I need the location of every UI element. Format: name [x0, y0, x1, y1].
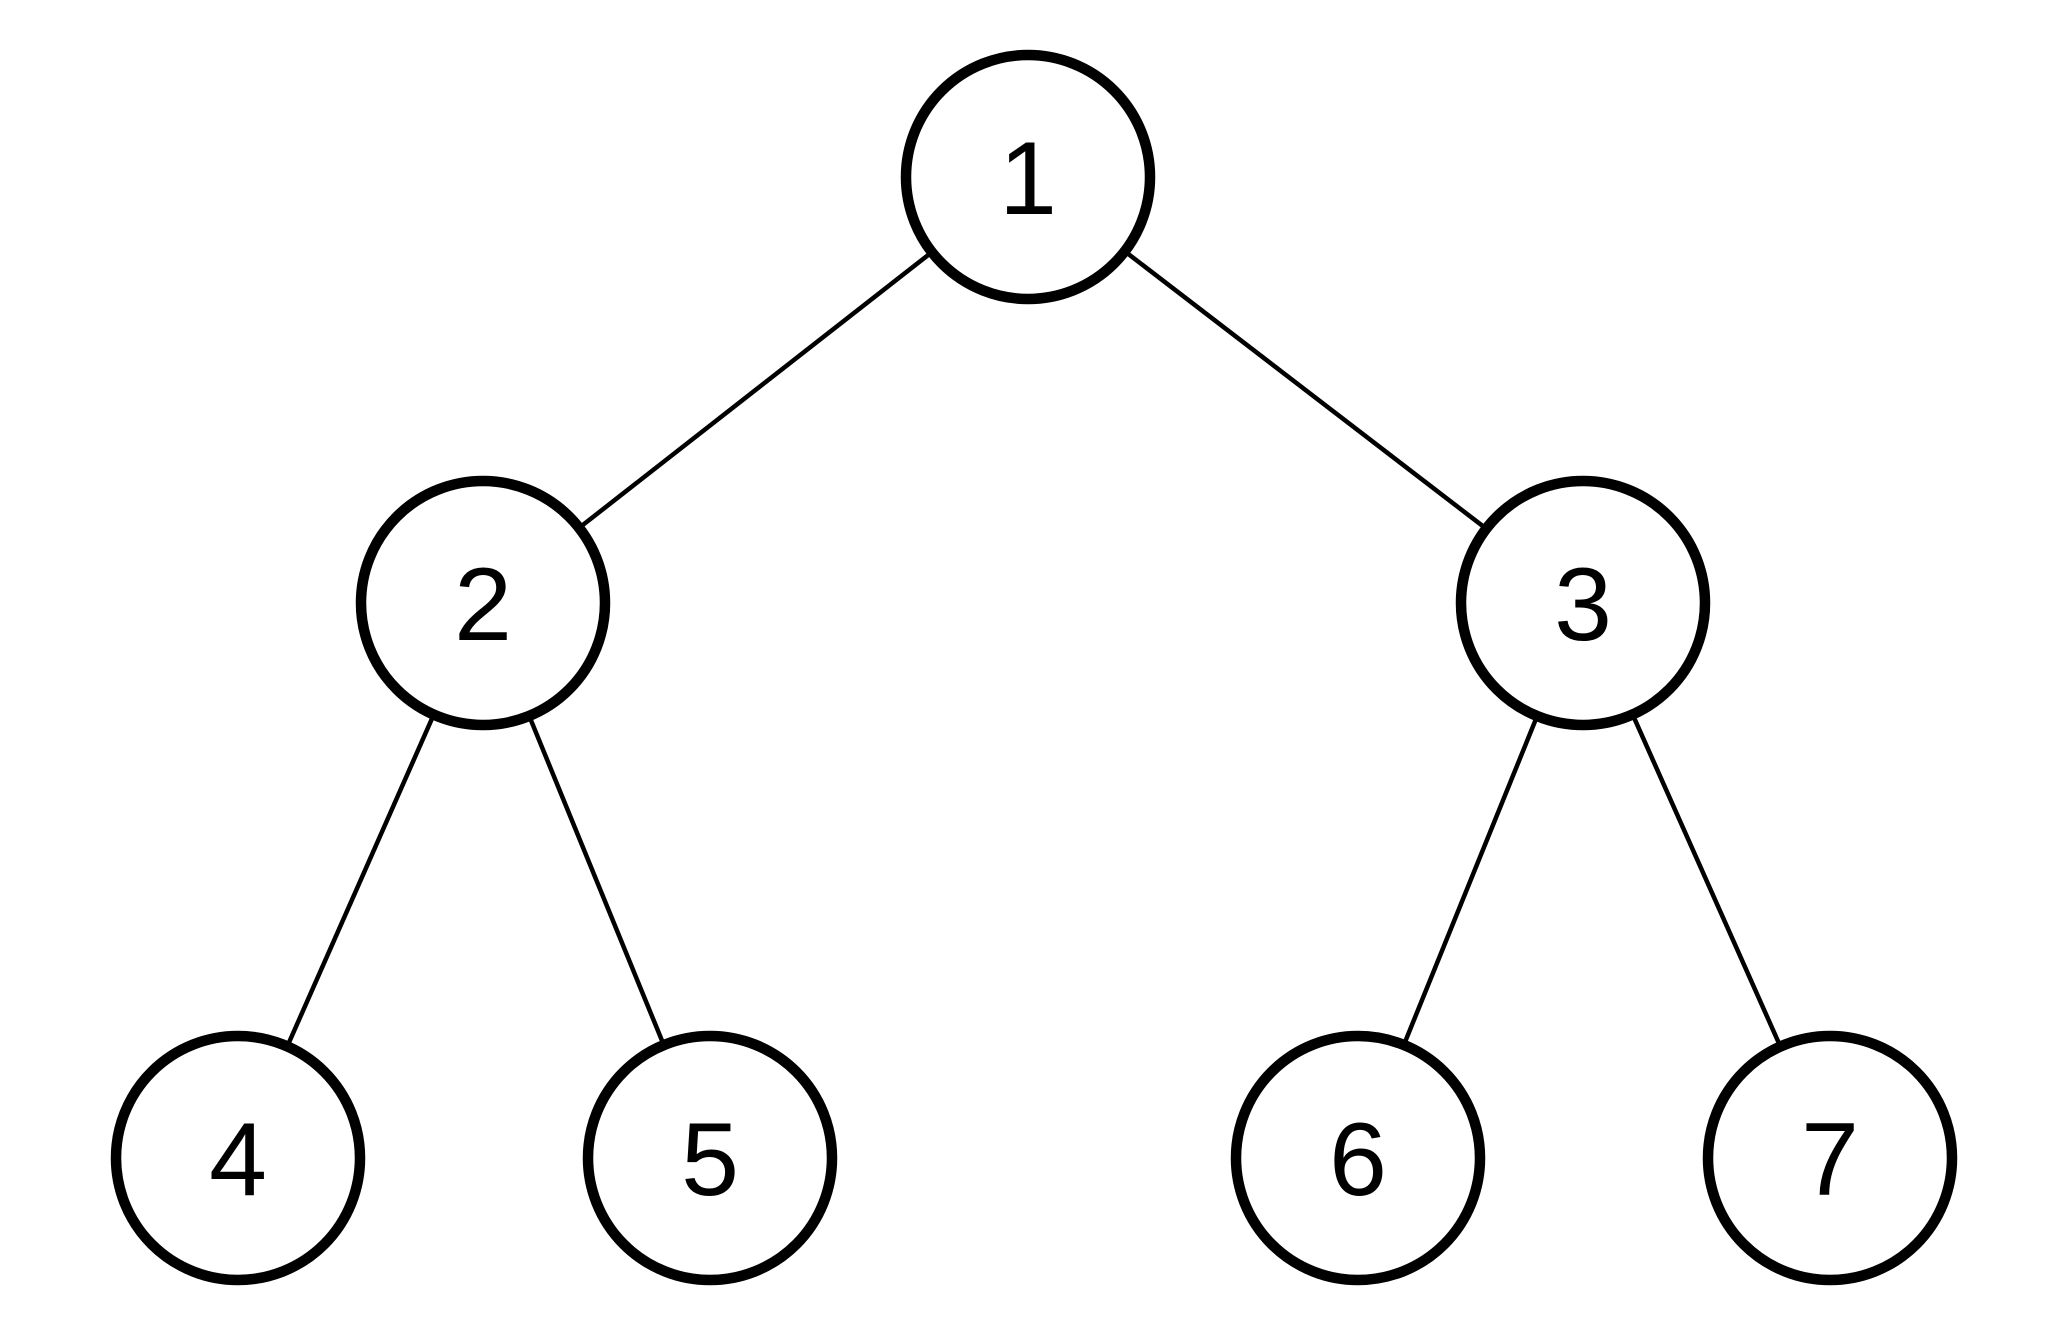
tree-node-label: 2	[454, 547, 512, 663]
tree-edge	[285, 713, 436, 1048]
tree-node-label: 3	[1554, 547, 1612, 663]
tree-edge	[1123, 249, 1488, 531]
tree-node-circle[interactable]	[355, 475, 611, 731]
tree-nodes-layer: 1 2 3 4 5 6 7	[110, 49, 1958, 1286]
tree-node[interactable]: 5	[582, 1030, 838, 1286]
tree-node-label: 5	[681, 1102, 739, 1218]
tree-node-circle[interactable]	[110, 1030, 366, 1286]
tree-node[interactable]: 2	[355, 475, 611, 731]
tree-node-label: 4	[209, 1102, 267, 1218]
tree-edge	[1630, 713, 1783, 1048]
tree-node[interactable]: 4	[110, 1030, 366, 1286]
tree-node-circle[interactable]	[900, 49, 1156, 305]
tree-node-label: 1	[999, 121, 1057, 237]
tree-node[interactable]: 7	[1702, 1030, 1958, 1286]
tree-node-circle[interactable]	[1455, 475, 1711, 731]
tree-node-label: 7	[1801, 1102, 1859, 1218]
tree-node[interactable]: 1	[900, 49, 1156, 305]
tree-edges-layer	[285, 249, 1783, 1048]
tree-edge	[527, 715, 666, 1046]
tree-node[interactable]: 6	[1230, 1030, 1486, 1286]
tree-node-circle[interactable]	[1230, 1030, 1486, 1286]
tree-edge	[577, 250, 934, 530]
tree-node[interactable]: 3	[1455, 475, 1711, 731]
tree-node-label: 6	[1329, 1102, 1387, 1218]
tree-node-circle[interactable]	[1702, 1030, 1958, 1286]
tree-edge	[1401, 715, 1540, 1046]
tree-node-circle[interactable]	[582, 1030, 838, 1286]
